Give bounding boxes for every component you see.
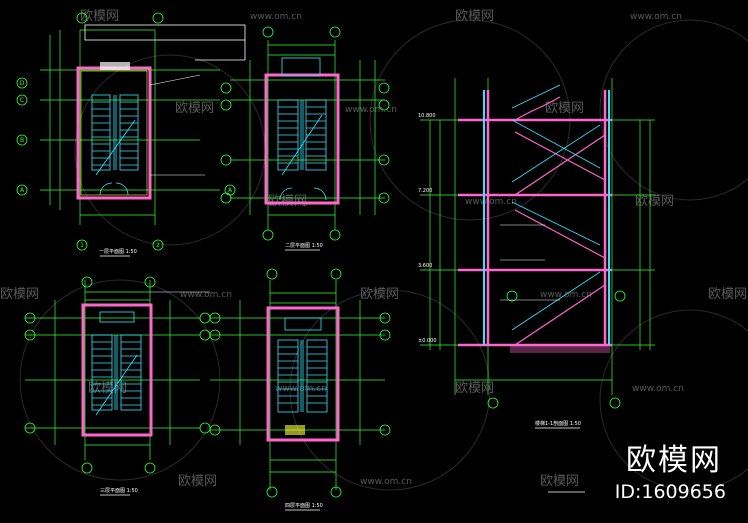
plan-title: 四层平面图 1:50 bbox=[285, 503, 323, 509]
watermark-site: www.om.cn bbox=[250, 12, 302, 22]
brand-logo-text: 欧模网 bbox=[626, 443, 722, 478]
watermark-logo: 欧模网 bbox=[635, 194, 674, 209]
brand-id: ID:1609656 bbox=[614, 481, 726, 503]
axis-label: A bbox=[20, 187, 25, 194]
axis-label: 1 bbox=[80, 242, 84, 249]
level-mark: 7.200 bbox=[418, 188, 432, 194]
watermark-site: www.om.cn bbox=[465, 197, 517, 207]
watermark-logo: 欧模网 bbox=[540, 474, 579, 489]
watermark-logo: 欧模网 bbox=[0, 287, 39, 302]
watermark-logo: 欧模网 bbox=[708, 287, 747, 302]
watermark-logo: 欧模网 bbox=[80, 9, 119, 24]
stair-section: ±0.000 3.600 7.200 10.800 楼梯1-1剖面图 1:50 bbox=[418, 78, 655, 493]
watermark-logo: 欧模网 bbox=[360, 287, 399, 302]
watermark-site: www.om.cn bbox=[360, 477, 412, 487]
plan-title: 二层平面图 1:50 bbox=[285, 243, 323, 249]
axis-label: 2 bbox=[156, 242, 160, 249]
watermark-logo: 欧模网 bbox=[545, 101, 584, 116]
watermark-site: www.om.cn bbox=[540, 290, 592, 300]
watermark-logo: 欧模网 bbox=[455, 9, 494, 24]
watermark-logo: 欧模网 bbox=[178, 474, 217, 489]
watermark-circles bbox=[19, 19, 748, 491]
axis-label: A bbox=[228, 187, 233, 194]
axis-label: B bbox=[20, 137, 24, 144]
plan-second-floor: 二层平面图 1:50 bbox=[220, 26, 390, 251]
plan-first-floor: D C B A 1 2 A 一层平面图 1:50 bbox=[16, 12, 246, 257]
watermark-site: www.om.cn bbox=[630, 12, 682, 22]
watermark-logo: 欧模网 bbox=[175, 101, 214, 116]
plan-title: 一层平面图 1:50 bbox=[99, 249, 137, 255]
watermark-logo: 欧模网 bbox=[455, 381, 494, 396]
section-title: 楼梯1-1剖面图 1:50 bbox=[535, 420, 581, 427]
level-mark: 10.800 bbox=[418, 113, 436, 119]
watermark-site: www.om.cn bbox=[345, 105, 397, 115]
axis-label: D bbox=[20, 80, 25, 87]
watermark-site: www.om.cn bbox=[632, 384, 684, 394]
axis-label: C bbox=[20, 97, 24, 104]
plan-title: 三层平面图 1:50 bbox=[100, 488, 138, 494]
level-mark: 3.600 bbox=[418, 263, 432, 269]
level-mark: ±0.000 bbox=[418, 338, 437, 344]
plan-fourth-floor: 四层平面图 1:50 bbox=[209, 268, 391, 511]
watermark-site: www.om.cn bbox=[180, 290, 232, 300]
